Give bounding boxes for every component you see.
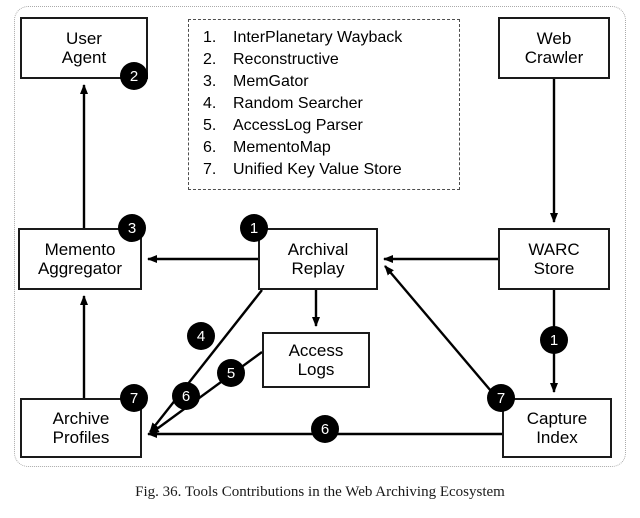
badge-mementomap-diagonal: 6	[172, 382, 200, 410]
badge-archival-replay: 1	[240, 214, 268, 242]
node-web-crawler-line2: Crawler	[524, 48, 584, 67]
legend-item-5: 5. AccessLog Parser	[203, 115, 459, 137]
legend-item-2-label: Reconstructive	[233, 51, 339, 68]
figure-outer-frame	[14, 6, 626, 467]
legend-item-5-label: AccessLog Parser	[233, 117, 363, 134]
node-warc-store[interactable]: WARC Store	[498, 228, 610, 290]
badge-capture-index: 7	[487, 384, 515, 412]
node-user-agent-line1: User	[66, 28, 102, 48]
legend-item-3-number: 3.	[203, 73, 217, 90]
legend-item-6: 6. MementoMap	[203, 137, 459, 159]
badge-random-searcher: 4	[187, 322, 215, 350]
node-memento-aggregator[interactable]: Memento Aggregator	[18, 228, 142, 290]
legend-item-7-label: Unified Key Value Store	[233, 161, 402, 178]
figure-caption: Fig. 36. Tools Contributions in the Web …	[135, 484, 505, 500]
node-archive-profiles-line2: Profiles	[52, 428, 110, 447]
legend-item-2-number: 2.	[203, 51, 217, 68]
legend-item-1: 1. InterPlanetary Wayback	[203, 27, 459, 49]
badge-warc-to-capture-index: 1	[540, 326, 568, 354]
node-access-logs[interactable]: Access Logs	[262, 332, 370, 388]
legend-item-7-number: 7.	[203, 161, 217, 178]
edge-archival-replay-to-archive-profiles	[149, 289, 263, 433]
node-web-crawler[interactable]: Web Crawler	[498, 17, 610, 79]
badge-memento-aggregator: 3	[118, 214, 146, 242]
node-memento-aggregator-line2: Aggregator	[37, 259, 123, 278]
legend-item-7: 7. Unified Key Value Store	[203, 159, 459, 181]
node-capture-index[interactable]: Capture Index	[502, 398, 612, 458]
node-memento-aggregator-line1: Memento	[44, 239, 116, 259]
node-capture-index-line2: Index	[536, 428, 578, 447]
node-archive-profiles-line1: Archive	[52, 408, 110, 428]
legend-box: 1. InterPlanetary Wayback 2. Reconstruct…	[188, 19, 460, 190]
node-archive-profiles[interactable]: Archive Profiles	[20, 398, 142, 458]
badge-user-agent: 2	[120, 62, 148, 90]
legend-item-6-number: 6.	[203, 139, 217, 156]
node-access-logs-line1: Access	[288, 340, 344, 360]
node-user-agent[interactable]: User Agent	[20, 17, 148, 79]
edge-capture-index-to-archival-replay	[384, 265, 503, 405]
badge-archive-profiles: 7	[120, 384, 148, 412]
legend-item-4: 4. Random Searcher	[203, 93, 459, 115]
node-archival-replay[interactable]: Archival Replay	[258, 228, 378, 290]
legend-item-4-number: 4.	[203, 95, 217, 112]
node-archival-replay-line2: Replay	[291, 259, 345, 278]
node-archival-replay-line1: Archival	[287, 239, 349, 259]
legend-item-4-label: Random Searcher	[233, 95, 363, 112]
legend-item-3: 3. MemGator	[203, 71, 459, 93]
badge-mementomap-horizontal: 6	[311, 415, 339, 443]
legend-item-6-label: MementoMap	[233, 139, 331, 156]
legend-item-1-number: 1.	[203, 29, 217, 46]
legend-item-3-label: MemGator	[233, 73, 309, 90]
edge-access-logs-to-archive-profiles	[149, 351, 263, 435]
legend-item-1-label: InterPlanetary Wayback	[233, 29, 403, 46]
node-capture-index-line1: Capture	[526, 408, 588, 428]
badge-accesslog-parser: 5	[217, 359, 245, 387]
legend-item-2: 2. Reconstructive	[203, 49, 459, 71]
legend-item-5-number: 5.	[203, 117, 217, 134]
node-warc-store-line1: WARC	[528, 239, 580, 259]
node-user-agent-line2: Agent	[61, 48, 107, 67]
node-web-crawler-line1: Web	[536, 28, 572, 48]
node-access-logs-line2: Logs	[297, 360, 335, 379]
node-warc-store-line2: Store	[533, 259, 575, 278]
